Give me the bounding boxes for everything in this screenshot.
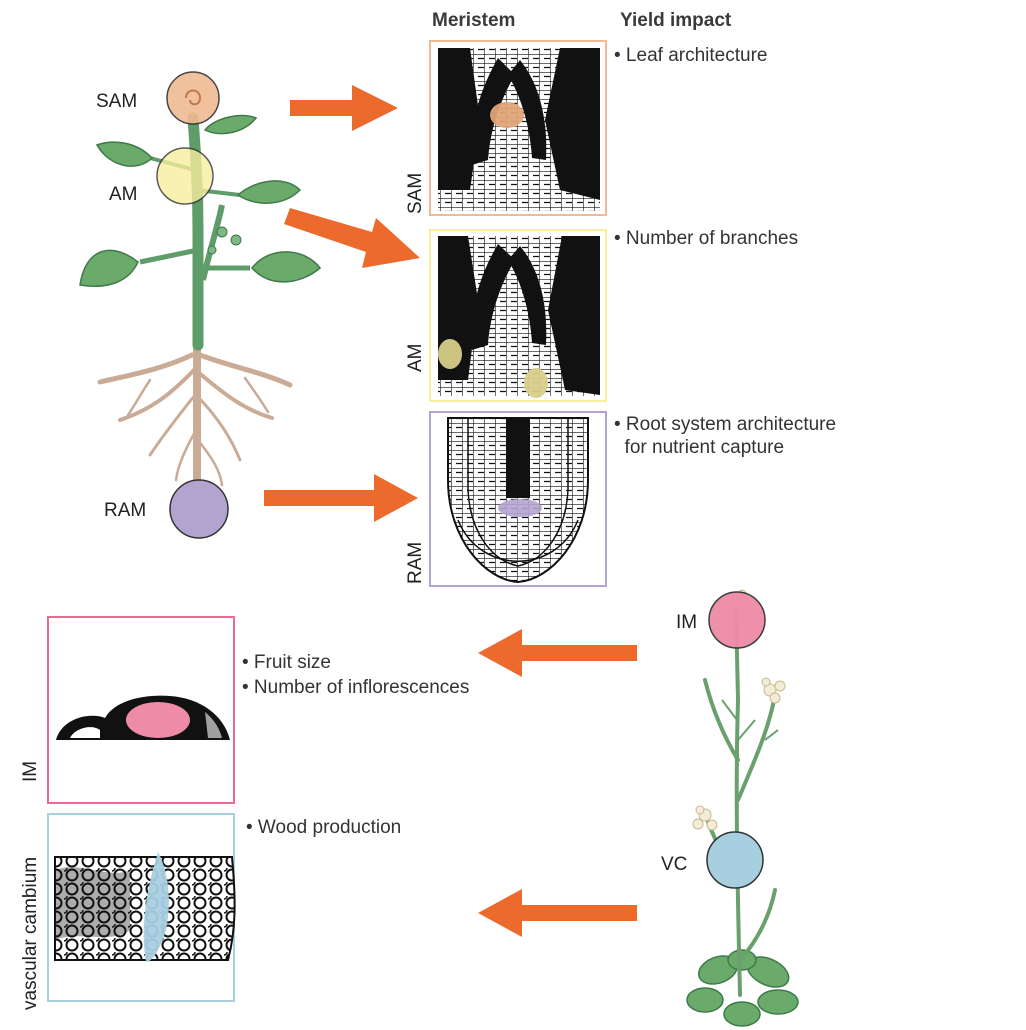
im-highlight (126, 702, 190, 738)
am-panel (429, 229, 607, 402)
am-highlight-right (524, 368, 548, 398)
ram-highlight (498, 499, 542, 517)
yield-vc-line-1: • Wood production (246, 817, 402, 838)
dicot-plant-illustration (79, 71, 322, 539)
vc-highlight (143, 852, 169, 962)
plant-label-ram: RAM (104, 500, 147, 521)
panel-label-im: IM (20, 760, 41, 782)
sam-panel (429, 40, 607, 216)
vc-panel (47, 813, 236, 1002)
plant-label-sam: SAM (96, 91, 138, 112)
am-circle (156, 147, 214, 205)
yield-im-line-1: • Fruit size (242, 652, 331, 673)
yield-am-line-1: • Number of branches (614, 228, 799, 249)
arrow-im (478, 629, 637, 677)
arrow-am (284, 208, 420, 268)
side-stem (200, 204, 225, 281)
arrow-vc (478, 889, 637, 937)
yield-ram-line-1: • Root system architecture (614, 414, 837, 435)
leaves (79, 114, 322, 287)
sam-circle (166, 71, 220, 125)
am-highlight-left (438, 339, 462, 369)
plant-label-im: IM (676, 612, 698, 633)
arrows (264, 85, 637, 937)
yield-sam-line-1: • Leaf architecture (614, 45, 768, 66)
sam-highlight (490, 102, 524, 128)
vc-circle (706, 831, 764, 889)
panel-label-sam: SAM (405, 172, 426, 214)
meristem-header: Meristem (432, 10, 516, 31)
im-panel (47, 616, 235, 804)
yield-impact-header: Yield impact (620, 10, 732, 31)
arrow-sam (290, 85, 398, 131)
arabidopsis-illustration (686, 589, 799, 1027)
yield-im-line-2: • Number of inflorescences (242, 677, 470, 698)
panel-label-ram: RAM (405, 541, 426, 584)
panel-label-am: AM (405, 343, 426, 373)
ram-panel (429, 411, 607, 587)
plant-label-vc: VC (661, 854, 688, 875)
root-system (97, 336, 293, 504)
panel-label-vascular-cambium: vascular cambium (20, 856, 41, 1010)
yield-ram-line-2: for nutrient capture (614, 437, 785, 458)
plant-label-am: AM (109, 184, 138, 205)
ram-circle (169, 479, 229, 539)
arrow-ram (264, 474, 418, 522)
im-circle (708, 591, 766, 649)
